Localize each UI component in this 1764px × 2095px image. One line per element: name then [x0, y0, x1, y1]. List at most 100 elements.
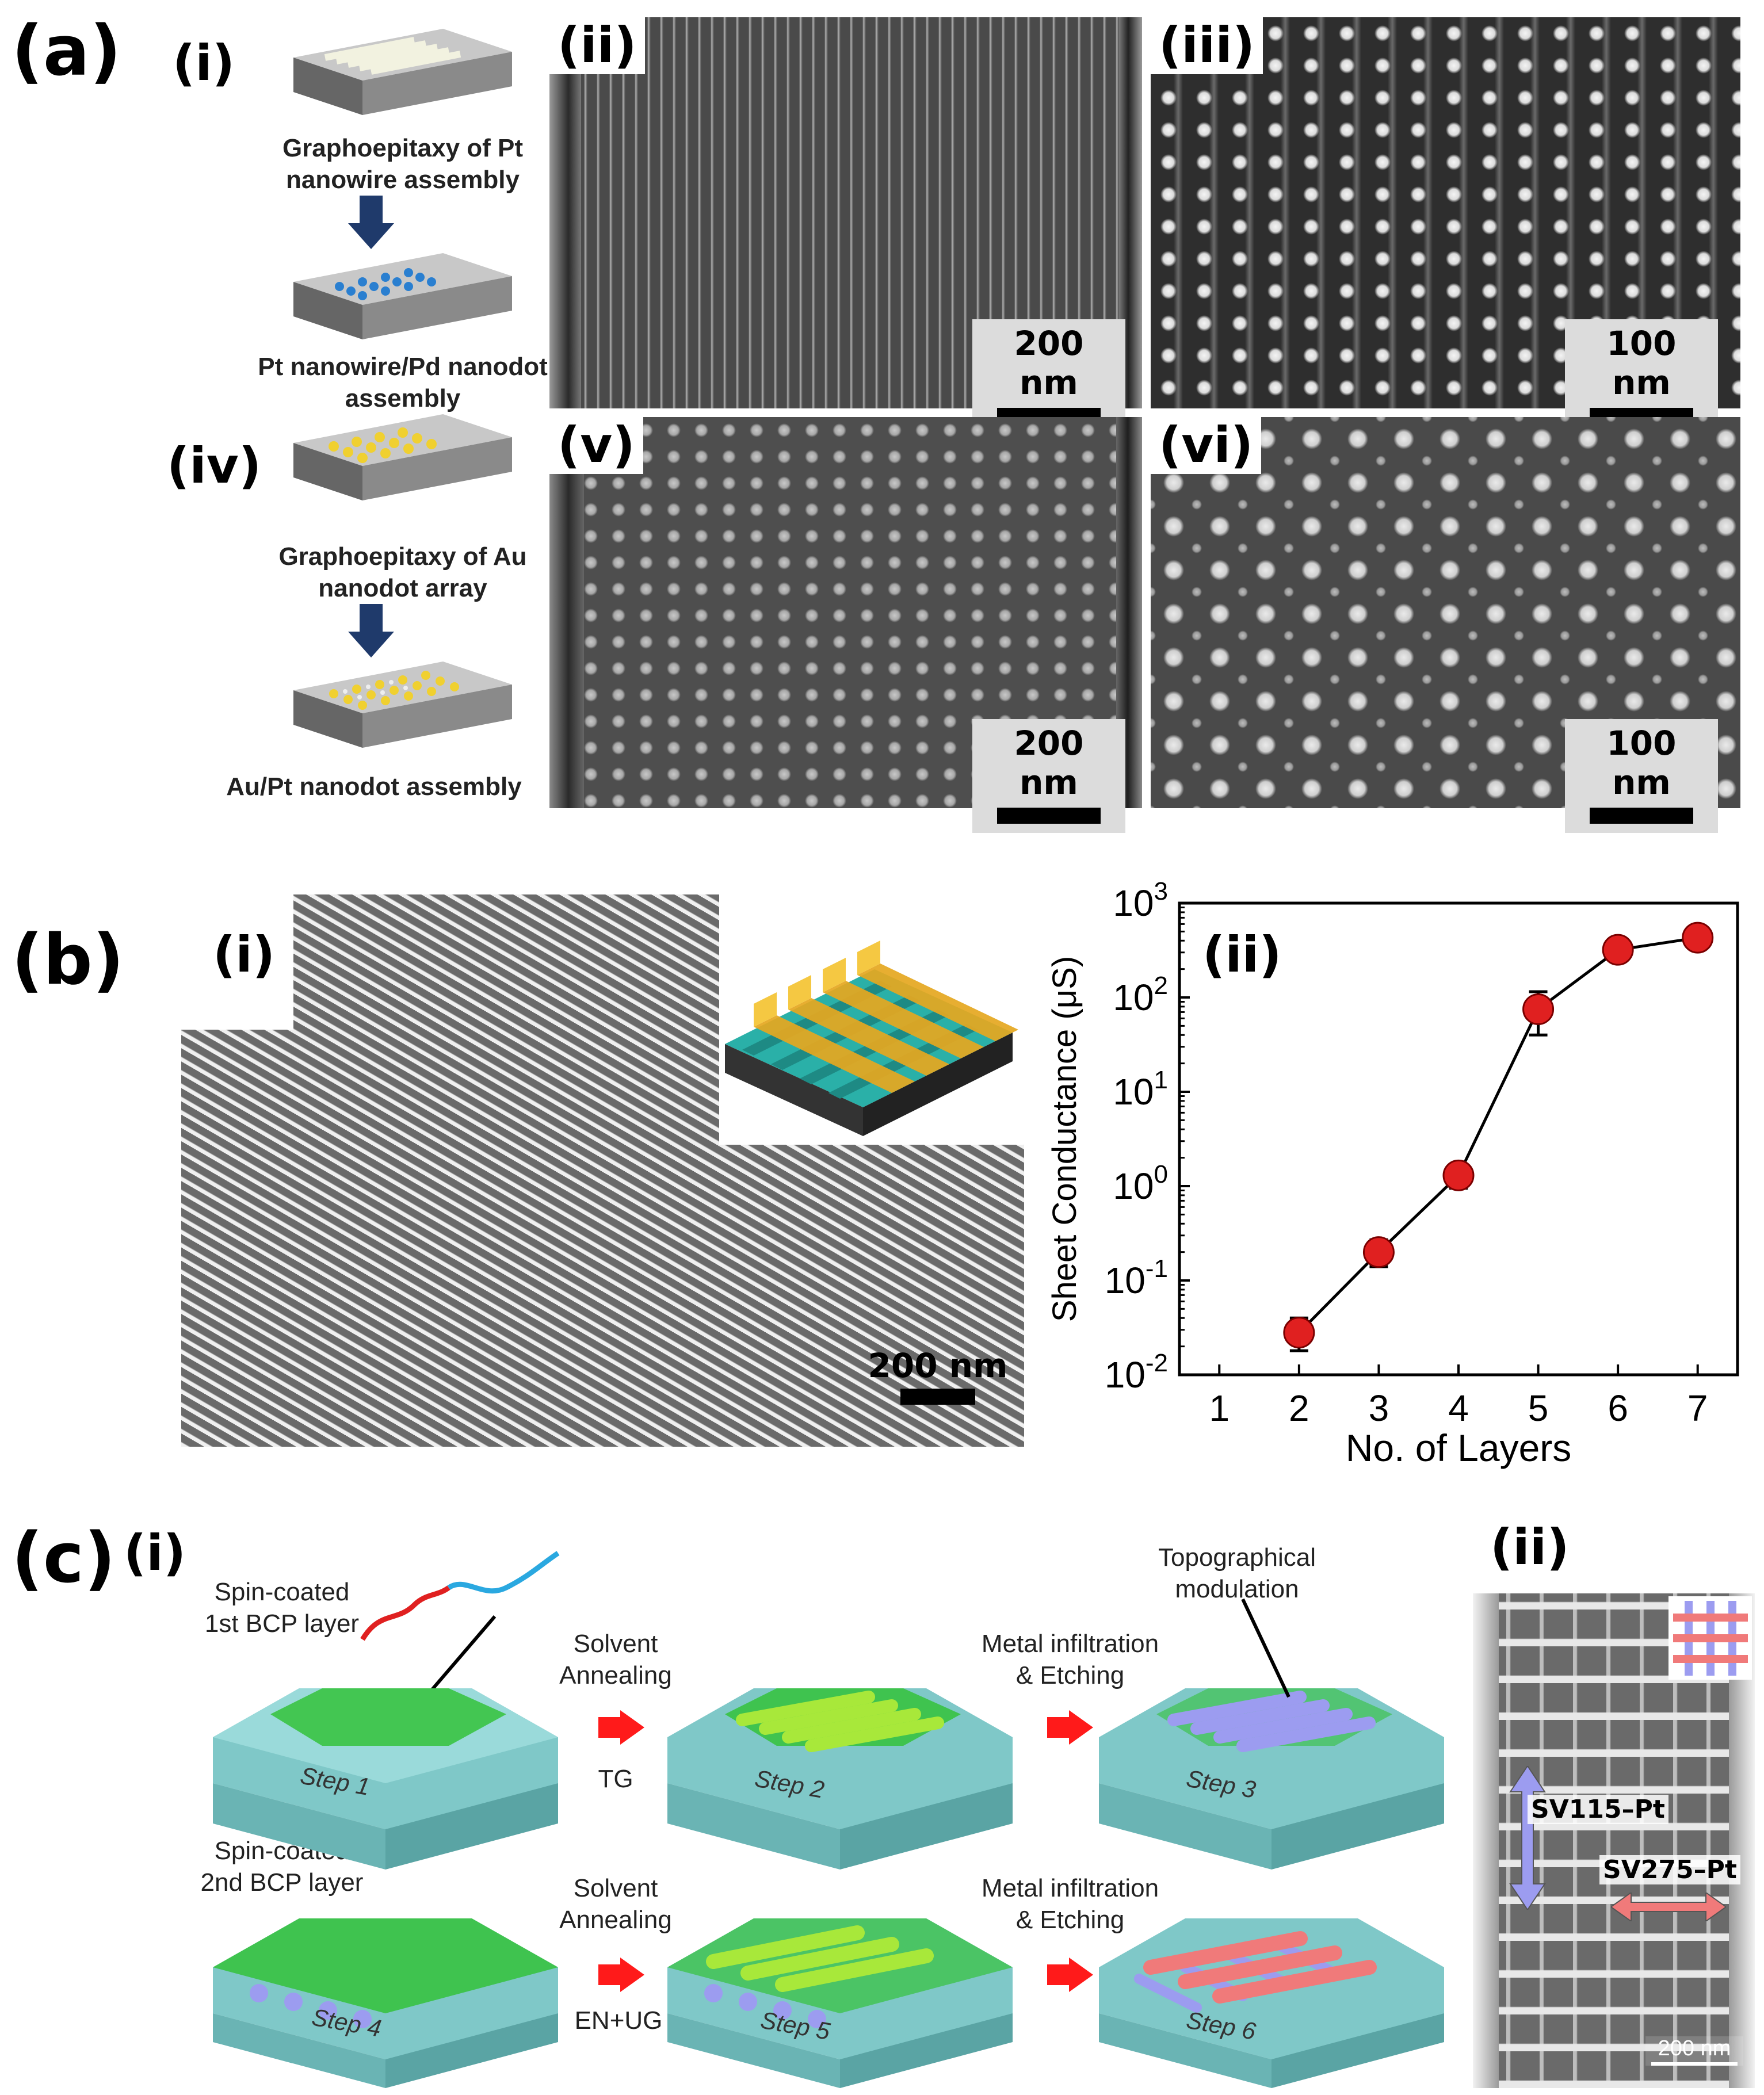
step-schematics: Step 1 Step 2 Step 3 Step 4: [213, 1551, 1444, 2088]
panel-b-label: (b): [12, 920, 124, 1000]
step-4-block: [213, 1918, 558, 2088]
y-tick-label: 10-1: [1105, 1255, 1168, 1301]
panel-a-label: (a): [12, 12, 121, 91]
panel-a-vi-label: (vi): [1151, 417, 1262, 474]
scale-bar-a-v: 200 nm: [972, 719, 1125, 833]
scale-bar-b-i: 200 nm: [857, 1346, 1018, 1405]
panel-a-iv-label: (iv): [167, 437, 262, 495]
caption-au-pt: Au/Pt nanodot assembly: [226, 773, 522, 801]
scale-bar-a-iii: 100 nm: [1565, 319, 1718, 433]
bcp-chain-red: [360, 1585, 450, 1641]
step-5-block: [667, 1918, 1013, 2088]
scale-bar-a-ii: 200 nm: [972, 319, 1125, 433]
panel-a-i-label: (i): [173, 35, 235, 92]
process-arrowhead-right-3: [620, 1958, 644, 1992]
y-tick-label: 100: [1113, 1160, 1168, 1207]
data-point: [1682, 922, 1714, 954]
caption-metal-1: Metal infiltration & Etching: [981, 1630, 1159, 1689]
bcp-chain-blue: [447, 1551, 560, 1594]
panel-b-i-label: (i): [213, 926, 276, 984]
process-arrowhead-1: [348, 223, 394, 249]
scale-text: 200 nm: [1658, 2036, 1731, 2060]
caption-pt-pd: Pt nanowire/Pd nanodot assembly: [258, 353, 548, 412]
x-tick-label: 5: [1528, 1387, 1549, 1429]
sv115-double-arrow: [1509, 1766, 1546, 1910]
panel-c-i-label: (i): [124, 1524, 186, 1582]
crossbar-inset-schematic: [725, 941, 1018, 1136]
data-point: [1442, 1159, 1475, 1191]
y-tick-label: 102: [1113, 972, 1168, 1018]
process-arrowhead-right-2: [1069, 1710, 1093, 1745]
pt-pd-schematic: [293, 253, 512, 339]
data-point: [1283, 1317, 1315, 1349]
sv275-label: SV275–Pt: [1599, 1855, 1740, 1884]
crossbar-mini-inset: [1668, 1596, 1752, 1680]
step-3-block: [1099, 1688, 1444, 1870]
scale-line: [1590, 808, 1693, 824]
scale-text: 200 nm: [1014, 324, 1084, 402]
x-tick-label: 1: [1209, 1387, 1230, 1429]
x-axis-label: No. of Layers: [1346, 1427, 1572, 1469]
trench-wall-left: [1473, 1593, 1499, 2088]
au-pt-schematic: [293, 662, 512, 748]
sv115-label: SV115–Pt: [1528, 1795, 1668, 1824]
error-bars: [1289, 925, 1707, 1352]
data-point: [1362, 1236, 1395, 1268]
process-arrowhead-right-1: [620, 1710, 644, 1745]
panel-a-v-label: (v): [549, 417, 643, 474]
process-arrow-down-1: [360, 196, 383, 224]
scale-text: 200 nm: [1014, 724, 1084, 802]
x-tick-label: 2: [1289, 1387, 1309, 1429]
sem-image-a-v: [549, 417, 1142, 808]
process-arrowhead-2: [348, 632, 394, 657]
x-tick-label: 6: [1608, 1387, 1628, 1429]
process-arrowhead-right-4: [1069, 1958, 1093, 1992]
x-tick-label: 3: [1369, 1387, 1389, 1429]
caption-spin-coated-1: Spin-coated 1st BCP layer: [204, 1578, 360, 1638]
y-axis-label: Sheet Conductance (μS): [1046, 956, 1083, 1322]
process-arrow-right-1: [598, 1717, 621, 1738]
panel-a-ii-label: (ii): [549, 17, 645, 74]
step-2-block: [667, 1688, 1013, 1870]
au-nanodot-schematic: [293, 414, 512, 500]
x-tick-label: 7: [1687, 1387, 1708, 1429]
series-line: [1298, 936, 1698, 1334]
panel-b-ii-label: (ii): [1202, 926, 1282, 984]
scale-bar-c-ii: 200 nm: [1645, 2036, 1743, 2066]
sv275-double-arrow: [1611, 1893, 1726, 1921]
topography-pointer: [1241, 1598, 1290, 1698]
x-tick-label: 4: [1448, 1387, 1469, 1429]
data-point: [1602, 934, 1634, 966]
caption-solvent-2: Solvent Annealing: [559, 1874, 672, 1934]
process-arrow-right-4: [1047, 1964, 1070, 1985]
caption-au-nanodot: Graphoepitaxy of Au nanodot array: [278, 542, 527, 602]
scale-text: 200 nm: [868, 1346, 1008, 1385]
process-arrow-down-2: [360, 604, 383, 633]
scale-line: [900, 1389, 975, 1405]
scale-line: [1651, 2062, 1738, 2066]
scale-bar-a-vi: 100 nm: [1565, 719, 1718, 833]
pt-nanowire-schematic: [293, 29, 512, 115]
scale-text: 100 nm: [1606, 324, 1677, 402]
caption-metal-2: Metal infiltration & Etching: [981, 1874, 1159, 1934]
panel-a-iii-label: (iii): [1151, 17, 1263, 74]
sem-image-a-vi: [1151, 417, 1740, 808]
data-points: [1283, 922, 1714, 1349]
panel-c-label: (c): [12, 1519, 116, 1599]
trench-wall-left: [549, 17, 581, 408]
panel-c-ii-label: (ii): [1490, 1519, 1570, 1576]
caption-tg: TG: [598, 1765, 633, 1793]
scale-line: [997, 808, 1101, 824]
data-point: [1522, 993, 1555, 1025]
y-tick-label: 103: [1113, 880, 1168, 924]
caption-pt-nanowire: Graphoepitaxy of Pt nanowire assembly: [282, 134, 524, 194]
caption-topographical: Topographical modulation: [1158, 1543, 1316, 1603]
trench-wall-left: [549, 417, 584, 808]
b-i-notch-topleft: [181, 894, 293, 1030]
y-tick-label: 101: [1113, 1066, 1168, 1113]
caption-solvent-1: Solvent Annealing: [559, 1630, 672, 1689]
caption-en-ug: EN+UG: [574, 2006, 663, 2035]
process-arrow-right-3: [598, 1964, 621, 1985]
